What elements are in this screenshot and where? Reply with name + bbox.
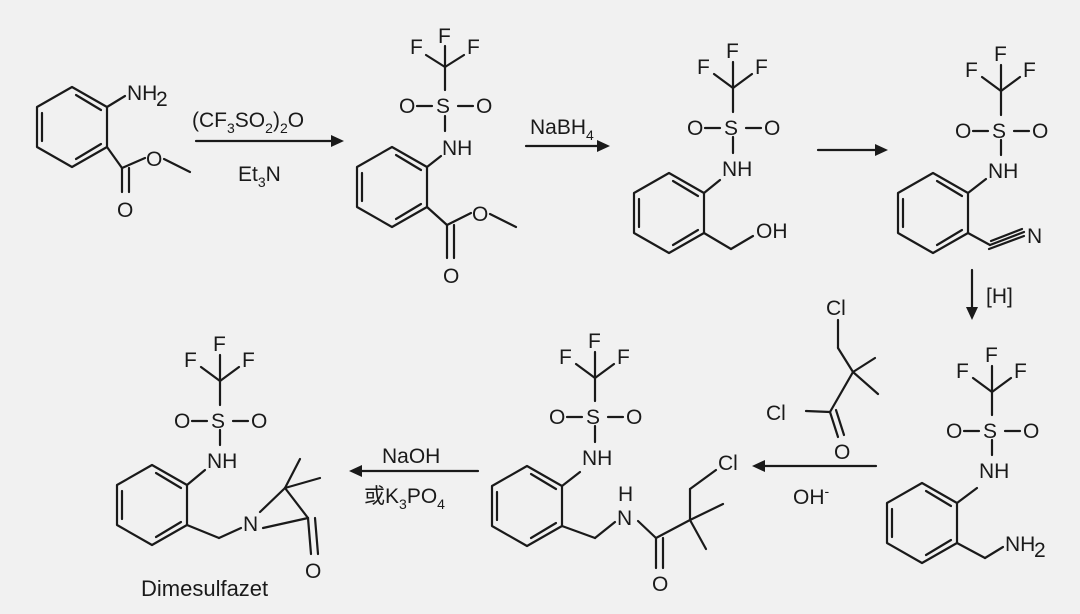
fluorine-top: F: [985, 344, 998, 367]
amine-subscript: 2: [1034, 539, 1046, 562]
ester-o-label: O: [472, 203, 488, 226]
sulfonyl-o-right: O: [1032, 120, 1048, 143]
reagent-reduction: [H]: [986, 285, 1013, 308]
fluorine-left: F: [184, 349, 197, 372]
nh-label: NH: [442, 137, 472, 160]
compound-benzyl-alcohol: NH S O O F F F OH: [632, 40, 788, 255]
fluorine-left: F: [965, 59, 978, 82]
amide-n-label: N: [617, 507, 632, 530]
amine-label: NH: [1005, 533, 1035, 556]
sulfonyl-o-right: O: [1023, 420, 1039, 443]
sulfonyl-o-left: O: [955, 120, 971, 143]
fluorine-right: F: [617, 346, 630, 369]
amine-subscript: 2: [156, 88, 168, 111]
compound-benzylamine: NH S O O F F F NH 2: [885, 344, 1046, 565]
fluorine-left: F: [697, 56, 710, 79]
reagent-potassium-phosphate: 或K3PO4: [364, 485, 445, 512]
nh-label: NH: [207, 450, 237, 473]
reagent-hydroxide: OH-: [793, 483, 830, 509]
carbonyl-o-label: O: [117, 199, 133, 222]
acyl-cl-label: Cl: [766, 402, 786, 425]
reaction-arrow-step2: NaBH4: [524, 116, 610, 152]
alkyl-cl-label: Cl: [826, 297, 846, 320]
reagent-sodium-borohydride: NaBH4: [530, 116, 594, 143]
fluorine-left: F: [956, 360, 969, 383]
fluorine-top: F: [438, 25, 451, 48]
nh-label: NH: [722, 158, 752, 181]
nh-label: NH: [582, 447, 612, 470]
sulfonyl-o-right: O: [251, 410, 267, 433]
carbonyl-o-label: O: [652, 573, 668, 596]
lactam-n-label: N: [243, 513, 258, 536]
sulfonyl-o-right: O: [626, 406, 642, 429]
sulfonyl-o-right: O: [764, 117, 780, 140]
sulfur-label: S: [211, 410, 225, 433]
sulfonyl-o-left: O: [174, 410, 190, 433]
sulfur-label: S: [436, 95, 450, 118]
fluorine-top: F: [726, 40, 739, 63]
fluorine-left: F: [559, 346, 572, 369]
sulfur-label: S: [724, 117, 738, 140]
nh-label: NH: [988, 160, 1018, 183]
carbonyl-o-label: O: [834, 441, 850, 464]
fluorine-top: F: [213, 333, 226, 356]
amide-h-label: H: [618, 483, 633, 506]
reaction-arrow-step3: [816, 144, 888, 156]
amine-label: NH: [127, 82, 157, 105]
reagent-triethylamine: Et3N: [238, 163, 281, 190]
fluorine-right: F: [467, 36, 480, 59]
fluorine-right: F: [1014, 360, 1027, 383]
sulfur-label: S: [992, 120, 1006, 143]
fluorine-right: F: [242, 349, 255, 372]
sulfur-label: S: [586, 406, 600, 429]
compound-dimesulfazet: NH S O O F F F N O Dimesulfazet: [115, 333, 321, 601]
product-name: Dimesulfazet: [141, 576, 268, 601]
compound-benzonitrile: NH S O O F F F N: [896, 43, 1048, 255]
lactam-o-label: O: [305, 560, 321, 583]
fluorine-top: F: [994, 43, 1007, 66]
sulfonyl-o-left: O: [549, 406, 565, 429]
ester-o-label: O: [146, 148, 162, 171]
sulfonyl-o-left: O: [687, 117, 703, 140]
reagent-sodium-hydroxide: NaOH: [382, 445, 440, 468]
fluorine-top: F: [588, 330, 601, 353]
hydroxyl-label: OH: [756, 220, 788, 243]
compound-methyl-anthranilate: NH 2 O O: [35, 82, 192, 222]
nitrile-n-label: N: [1027, 225, 1042, 248]
alkyl-cl-label: Cl: [718, 452, 738, 475]
sulfonyl-o-left: O: [399, 95, 415, 118]
fluorine-right: F: [755, 56, 768, 79]
carbonyl-o-label: O: [443, 265, 459, 288]
sulfur-label: S: [983, 420, 997, 443]
fluorine-right: F: [1023, 59, 1036, 82]
nh-label: NH: [979, 460, 1009, 483]
compound-triflamide-ester: NH S O O F F F O O: [355, 25, 518, 288]
reaction-arrow-step1: (CF3SO2)2O Et3N: [192, 109, 344, 190]
reaction-arrow-step6: NaOH 或K3PO4: [349, 445, 480, 512]
reagent-triflic-anhydride: (CF3SO2)2O: [192, 109, 304, 136]
reaction-arrow-step4: [H]: [966, 268, 1013, 320]
compound-chloro-amide: NH S O O F F F N H O Cl: [490, 330, 738, 596]
reaction-arrow-step5: OH-: [752, 460, 878, 509]
sulfonyl-o-right: O: [476, 95, 492, 118]
reagent-acid-chloride: Cl Cl O: [766, 297, 880, 464]
sulfonyl-o-left: O: [946, 420, 962, 443]
fluorine-left: F: [410, 36, 423, 59]
